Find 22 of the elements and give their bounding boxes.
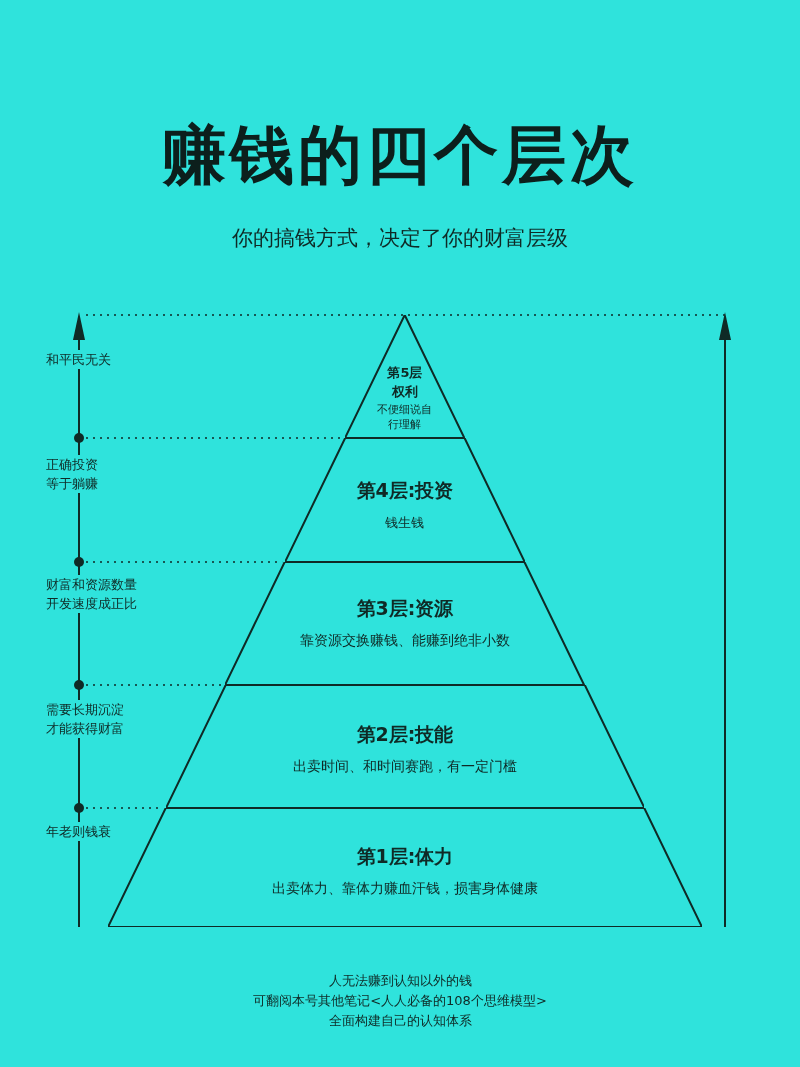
layer-heading: 第1层:体力 [356,843,454,869]
subtitle: 你的搞钱方式，决定了你的财富层级 [231,225,569,252]
layer-heading: 第5层 [386,364,424,380]
pyramid-layer [225,562,585,685]
side-note: 年老则钱衰 [46,822,111,841]
layer-description: 出卖体力、靠体力赚血汗钱，损害身体健康 [272,879,538,898]
side-note: 和平民无关 [46,350,111,369]
footer-note: 可翻阅本号其他笔记<人人必备的108个思维模型> [252,992,548,1010]
layer-heading: 第3层:资源 [356,596,454,622]
layer-heading: 第2层:技能 [356,721,454,747]
layer-description: 靠资源交换赚钱、能赚到绝非小数 [300,632,510,651]
pyramid-layer [165,685,645,808]
layer-description: 钱生钱 [385,513,425,532]
layer-heading: 第4层:投资 [356,477,454,503]
footer-note: 全面构建自己的认知体系 [327,1012,473,1030]
layer-description: 出卖时间、和时间赛跑，有一定门槛 [293,757,517,776]
pyramid-layer [345,315,465,438]
title: 赚钱的四个层次 [161,117,639,194]
footer-note: 人无法赚到认知以外的钱 [327,972,473,990]
pyramid-layer [285,438,525,562]
layer-heading: 权利 [391,383,419,399]
layer-description: 不便细说自行理解 [377,401,433,432]
